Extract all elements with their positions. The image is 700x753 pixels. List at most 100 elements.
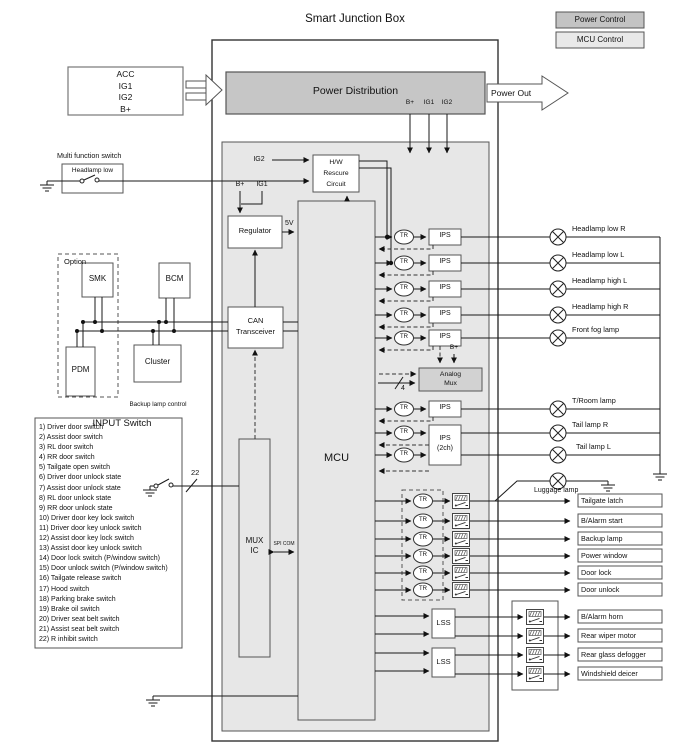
tap-ig2: IG2: [441, 99, 453, 106]
list-item: 1) Driver door switch: [39, 424, 104, 431]
input-switch-title: INPUT Switch: [92, 418, 152, 429]
list-item: 7) Assist door unlock state: [39, 484, 121, 492]
list-item: 15) Door unlock switch (P/window switch): [39, 565, 168, 573]
lamp-output-label: T/Room lamp: [572, 396, 616, 405]
list-item: 4) RR door switch: [39, 454, 95, 462]
list-item: 9) RR door unlock state: [39, 504, 113, 512]
list-item: 22) R inhibit switch: [39, 635, 98, 643]
multi-function-switch-box: [61, 163, 124, 194]
tap-bplus: B+: [405, 99, 415, 106]
analog-mux-label: Analog Mux: [439, 371, 462, 387]
bcm-label: BCM: [165, 274, 184, 283]
lamp-output-label: Headlamp low R: [572, 224, 626, 233]
relay-output-label: Backup lamp: [581, 534, 623, 543]
option-group-title: Option: [64, 257, 87, 266]
lamp-output-label: Front fog lamp: [572, 325, 620, 334]
hw-rescue-box: [312, 154, 360, 193]
list-item: 6) Driver door unlock state: [39, 474, 122, 482]
list-item: 18) Parking brake switch: [39, 595, 116, 603]
tr-label: TR: [400, 451, 408, 457]
ips-label: IPS: [439, 310, 451, 317]
list-item: 20) Driver seat belt switch: [39, 615, 120, 623]
power-input-box: [67, 66, 184, 116]
ips-2ch-label: IPS (2ch): [437, 435, 453, 452]
wires: [47, 114, 661, 697]
ig2-label: IG2: [253, 156, 265, 163]
legend-mcu-label: MCU Control: [576, 35, 624, 44]
tr-label: TR: [400, 285, 408, 291]
power-distribution-box: [225, 71, 486, 115]
list-item: 16) Tailgate release switch: [39, 575, 122, 583]
legend-power-chip: [555, 11, 645, 29]
regulator-bplus-label: B+: [235, 181, 245, 188]
ips-label: IPS: [439, 333, 451, 340]
analog-mux-box: [418, 367, 483, 392]
power-input-lines: ACC IG1 IG2 B+: [116, 69, 135, 114]
headlamp-low-label: Headlamp low: [71, 167, 114, 174]
list-item: 14) Door lock switch (P/window switch): [39, 555, 160, 563]
cluster-label: Cluster: [144, 357, 171, 366]
tr-label: TR: [419, 535, 427, 541]
backup-lamp-control-note: Backup lamp control: [129, 401, 187, 408]
mux-ic-box: [238, 438, 271, 658]
spi-com-label: SPI COM: [273, 541, 295, 547]
mcu-box: [297, 200, 376, 721]
regulator-ig1-label: IG1: [256, 181, 268, 188]
lss1-box: [431, 608, 456, 639]
list-item: 17) Hood switch: [39, 585, 90, 593]
list-item: 11) Driver door key unlock switch: [39, 524, 142, 532]
smk-box: [81, 262, 114, 298]
relay-output-label: Door lock: [581, 568, 612, 577]
relay-output-label: Tailgate latch: [581, 496, 623, 505]
power-out-arrow: [486, 75, 569, 111]
can-transceiver-label: CAN Transceiver: [236, 316, 275, 336]
list-item: 10) Driver door key lock switch: [39, 514, 135, 522]
lss-output-label: Rear glass defogger: [581, 650, 646, 659]
lss-output-label: Rear wiper motor: [581, 631, 637, 640]
tr-label: TR: [400, 233, 408, 239]
list-item: 5) Tailgate open switch: [39, 464, 111, 472]
analog-mux-bplus: B+: [449, 344, 459, 351]
list-item: 3) RL door switch: [39, 444, 94, 452]
legend-power-label: Power Control: [574, 15, 626, 24]
list-item: 2) Assist door switch: [39, 434, 103, 442]
relay-output-label: Door unlock: [581, 585, 620, 594]
mcu-label: MCU: [323, 452, 350, 464]
tr-label: TR: [419, 552, 427, 558]
ips-boxes: [428, 228, 462, 466]
luggage-lamp-label: Luggage lamp: [534, 487, 579, 494]
ips-label: IPS: [439, 404, 451, 411]
relay-output-label: Power window: [581, 551, 628, 560]
list-item: 13) Assist door key unlock switch: [39, 545, 142, 553]
list-item: 19) Brake oil switch: [39, 605, 100, 613]
ips-label: IPS: [439, 258, 451, 265]
lss-output-label: Windshield deicer: [581, 669, 638, 678]
lamp-output-label: Tail lamp R: [572, 420, 609, 429]
lamp-output-label: Headlamp low L: [572, 250, 625, 259]
multi-function-switch-title: Multi function switch: [57, 151, 122, 160]
power-distribution-label: Power Distribution: [312, 85, 399, 97]
regulator-box: [227, 215, 283, 249]
input-switch-list: 1) Driver door switch 2) Assist door swit…: [39, 423, 180, 645]
tr-label: TR: [419, 586, 427, 592]
ips-label: IPS: [439, 232, 451, 239]
output-label-boxes: [577, 493, 663, 681]
power-in-arrow: [185, 73, 223, 107]
lamp-output-label: Headlamp high L: [572, 276, 628, 285]
cluster-box: [133, 344, 182, 383]
legend-mcu-chip: [555, 31, 645, 49]
can-transceiver-box: [227, 306, 284, 349]
regulator-5v-label: 5V: [285, 220, 294, 227]
regulator-label: Regulator: [238, 226, 272, 235]
ips-label: IPS: [439, 284, 451, 291]
list-item: 8) RL door unlock state: [39, 494, 112, 502]
tap-ig1: IG1: [423, 99, 435, 106]
tr-label: TR: [400, 334, 408, 340]
tr-label: TR: [400, 429, 408, 435]
hw-rescue-label: H/W Rescure Circuit: [323, 159, 349, 188]
tr-label: TR: [400, 259, 408, 265]
tr-label: TR: [400, 311, 408, 317]
tr-label: TR: [419, 517, 427, 523]
